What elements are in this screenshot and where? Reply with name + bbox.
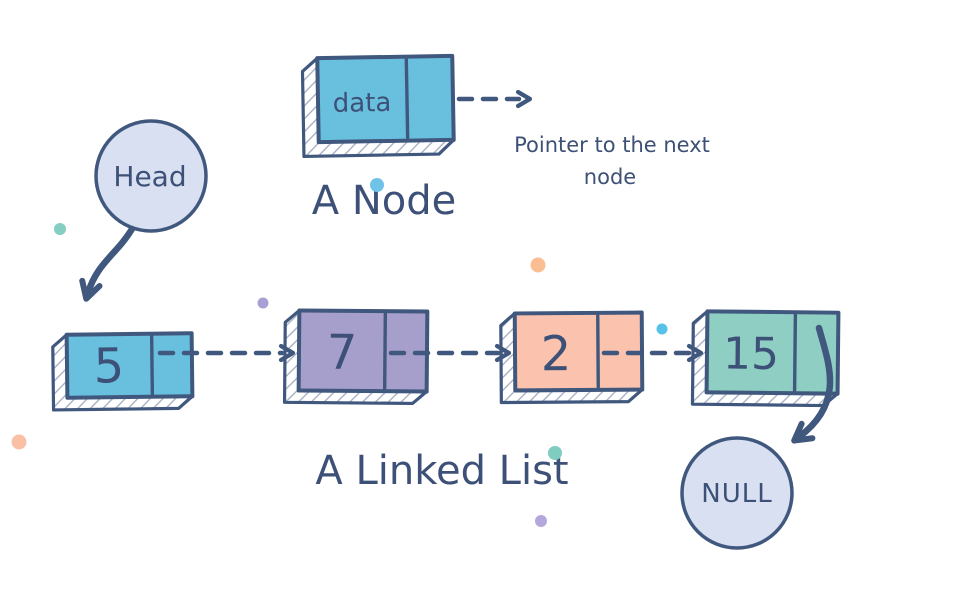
purple-dot-left-of-7 — [257, 297, 269, 309]
list-node-15: 15 — [690, 309, 841, 408]
list-node-5: 5 — [51, 331, 195, 412]
list-node-face — [296, 308, 430, 394]
null-label: NULL — [701, 479, 772, 509]
head-label: Head — [113, 160, 186, 193]
list-section-title: A Linked List — [315, 448, 568, 494]
list-node-face — [64, 331, 195, 400]
example-node: data — [300, 53, 456, 159]
node-value: 15 — [723, 328, 780, 380]
teal-dot-left — [54, 223, 66, 235]
blue-dot-right-of-2 — [656, 323, 668, 335]
pointer-caption-line1: Pointer to the next — [514, 133, 710, 157]
head-arrow — [79, 225, 136, 302]
head-pointer: Head — [79, 119, 208, 302]
orange-dot-bottom-left — [11, 434, 27, 450]
purple-dot-below-title — [535, 515, 547, 527]
node-value: 2 — [541, 326, 572, 382]
head-circle — [94, 119, 208, 233]
pointer-caption-line2: node — [584, 165, 636, 189]
teal-dot-list-title — [548, 446, 562, 460]
list-node-face — [512, 310, 645, 393]
list-node-face — [704, 309, 841, 396]
orange-dot-center — [530, 257, 546, 273]
node-value: 7 — [326, 325, 357, 381]
list-node-7: 7 — [282, 308, 430, 406]
node-section-title: A Node — [312, 178, 456, 224]
node-divider — [382, 312, 388, 390]
example-node-face — [315, 53, 456, 145]
node-value: 5 — [93, 338, 124, 394]
null-terminator: NULL — [680, 324, 834, 550]
example-node-divider — [404, 57, 410, 140]
blue-dot-node-title — [370, 178, 384, 192]
example-node-data-label: data — [333, 88, 392, 119]
list-node-2: 2 — [499, 310, 645, 405]
node-divider — [792, 313, 798, 392]
null-arrow — [791, 324, 834, 444]
node-divider — [149, 335, 155, 396]
null-circle — [680, 436, 794, 550]
